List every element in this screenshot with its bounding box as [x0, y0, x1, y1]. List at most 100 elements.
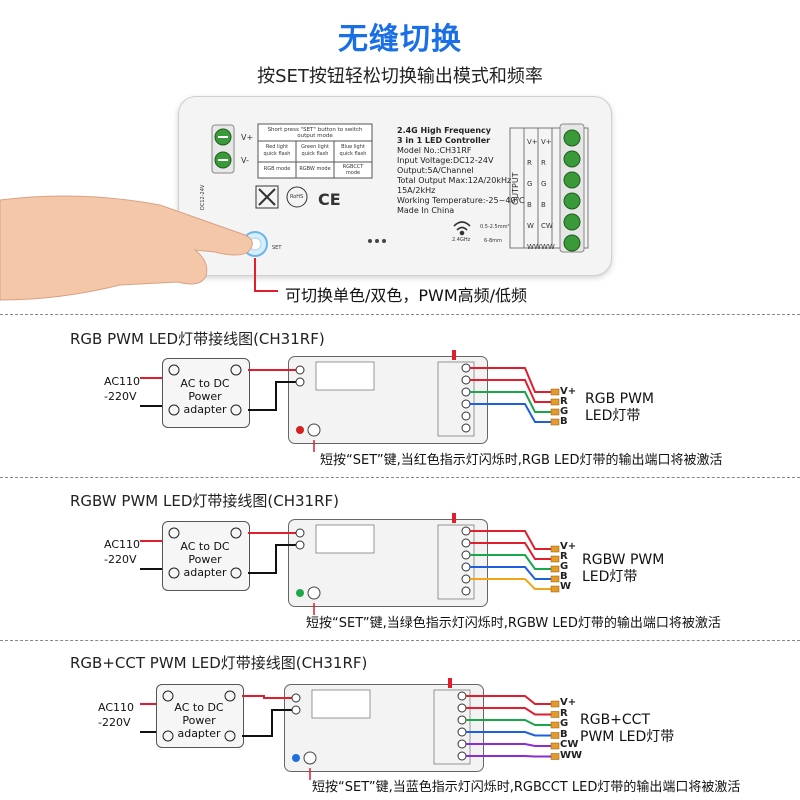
- indicator-led: [292, 754, 300, 762]
- set-button: [303, 751, 317, 765]
- page-title: 无缝切换: [338, 22, 462, 57]
- connector-pad: [550, 565, 560, 573]
- mode-cell-rgbcct: RGBCCT mode: [342, 164, 364, 176]
- terminal-icon: [461, 586, 471, 596]
- ac-text: -220V: [98, 716, 131, 729]
- pin-label: R: [560, 396, 568, 407]
- power-adapter-1: [162, 358, 250, 428]
- connector-pad: [550, 545, 560, 553]
- input-label-vplus: V+: [241, 133, 254, 142]
- output-wire: [466, 707, 553, 716]
- mode-cell-green: Green light quick flash: [301, 144, 329, 157]
- adapter-text: Power adapter: [183, 553, 227, 579]
- output-pin-label: G: [541, 180, 547, 188]
- set-button: [307, 586, 321, 600]
- wifi-label: 2.4GHz: [452, 237, 471, 243]
- section-title-rgb: RGB PWM LED灯带接线图(CH31RF): [70, 330, 325, 348]
- set-label: SET: [272, 245, 282, 251]
- minus-icon: [230, 404, 242, 416]
- pin-label: G: [560, 561, 569, 572]
- output-pin-label: V+: [527, 138, 538, 146]
- connector-pad: [550, 398, 560, 406]
- pin-label: V+: [560, 697, 577, 708]
- indicator-led: [296, 589, 304, 597]
- pin-label: B: [560, 571, 568, 582]
- plus-icon: [230, 527, 242, 539]
- mode-table-header: Short press "SET" button to switch outpu…: [267, 127, 363, 139]
- ac-label-2: AC110-220V: [104, 537, 140, 567]
- strip-text: RGBW PWM: [582, 552, 665, 568]
- terminal-icon: [457, 751, 467, 761]
- pin-label: B: [560, 416, 568, 427]
- plus-icon: [168, 364, 180, 376]
- mode-cell-rgbw: RGBW mode: [299, 166, 331, 172]
- ac-label-1: AC110-220V: [104, 374, 140, 404]
- cert-icons: [255, 185, 308, 209]
- output-pin-label: B: [541, 201, 546, 209]
- output-wire: [470, 379, 553, 403]
- terminal-icon: [457, 691, 467, 701]
- pins-2: V+ R G B W: [560, 542, 576, 592]
- power-adapter-2: [162, 521, 250, 591]
- minus-icon: [168, 404, 180, 416]
- ac-text: AC110: [104, 538, 141, 551]
- ac-text: AC110: [98, 701, 135, 714]
- terminal-icon: [457, 715, 467, 725]
- output-labels-a: V+ R G B W WW: [527, 132, 541, 258]
- page-subtitle: 按SET按钮轻松切换输出模式和频率: [257, 66, 543, 87]
- output-pin-label: WW: [527, 243, 541, 251]
- terminal-icon: [457, 703, 467, 713]
- pin-label: V+: [560, 386, 577, 397]
- connector-pad: [550, 418, 560, 426]
- connector-pad: [550, 742, 560, 750]
- rohs-mark: RoHS: [290, 194, 304, 200]
- info-line: 2.4G High Frequency: [397, 126, 491, 135]
- mode-cell-red: Red light quick flash: [263, 144, 291, 157]
- mini-output-block: [437, 361, 475, 437]
- terminal-icon: [457, 727, 467, 737]
- terminal-icon: [461, 411, 471, 421]
- connector-pad: [550, 408, 560, 416]
- output-pin-label: R: [541, 159, 546, 167]
- terminal-icon: [461, 574, 471, 584]
- connector-pad: [550, 585, 560, 593]
- top-marker: [452, 513, 456, 523]
- strip-text: LED灯带: [585, 408, 641, 424]
- output-wire: [470, 566, 553, 580]
- divider: [0, 640, 800, 641]
- adapter-text: Power adapter: [177, 714, 221, 740]
- plus-icon: [230, 364, 242, 376]
- terminal-icon: [291, 693, 301, 703]
- output-wire: [470, 391, 553, 413]
- terminal-icon: [295, 540, 305, 550]
- output-wire: [470, 367, 553, 393]
- pin-label: W: [560, 581, 572, 592]
- pin-label: V+: [560, 541, 577, 552]
- pin-label: R: [560, 707, 568, 719]
- connector-pad: [550, 721, 560, 729]
- terminal-icon: [461, 387, 471, 397]
- dc-wire: [242, 695, 294, 699]
- wire-spec-1: 0.5-2.5mm²: [480, 224, 510, 230]
- section-note-3: 短按“SET”键,当蓝色指示灯闪烁时,RGBCCT LED灯带的输出端口将被激活: [312, 780, 741, 795]
- pin-label: WW: [560, 749, 583, 761]
- mini-output-block: [437, 524, 475, 600]
- wifi-icon: [453, 221, 471, 236]
- terminal-icon: [461, 375, 471, 385]
- output-wire: [466, 719, 553, 726]
- pin-label: G: [560, 718, 569, 729]
- output-labels-b: V+ R G B CW WW: [541, 132, 555, 258]
- output-pin-label: CW: [541, 222, 553, 230]
- plus-icon: [162, 690, 174, 702]
- pin-label: CW: [560, 739, 579, 750]
- adapter-text: AC to DC: [180, 540, 230, 553]
- info-line: 15A/2kHz: [397, 186, 436, 195]
- pins-1: V+ R G B: [560, 387, 576, 427]
- ac-label-3: AC110 -220V: [98, 700, 134, 730]
- connector-pad: [550, 753, 560, 760]
- connector-pad: [550, 700, 560, 708]
